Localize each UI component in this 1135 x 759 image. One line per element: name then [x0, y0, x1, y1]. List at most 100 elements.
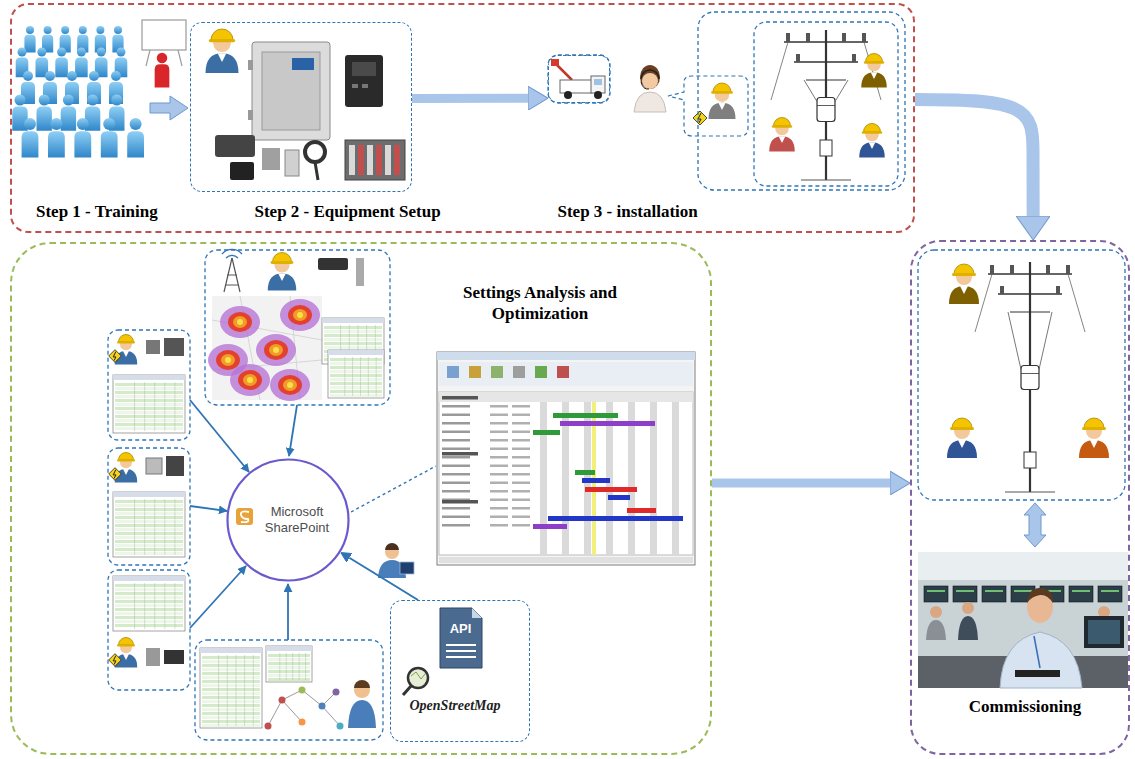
illustration-part — [166, 456, 184, 476]
illustration-part — [348, 700, 376, 728]
illustration-part — [283, 379, 297, 391]
illustration-part — [442, 524, 470, 527]
illustration-part — [218, 53, 227, 62]
illustration-part — [324, 326, 382, 329]
illustration-part — [575, 470, 595, 475]
illustration-part — [111, 95, 122, 106]
illustration-part — [305, 142, 325, 162]
illustration-part — [1066, 265, 1070, 274]
illustration-part — [273, 253, 292, 263]
illustration-part — [439, 392, 693, 555]
illustration-part — [115, 383, 183, 386]
illustration-part — [146, 648, 160, 666]
illustration-part — [439, 362, 693, 386]
illustration-part — [154, 583, 155, 629]
illustration-part — [115, 616, 183, 619]
illustration-part — [113, 576, 185, 631]
illustration-part — [512, 499, 530, 502]
illustration-part — [115, 600, 183, 603]
illustration-part — [202, 676, 260, 679]
illustration-part — [268, 273, 297, 290]
illustration-part — [322, 318, 384, 323]
illustration-part — [67, 71, 77, 81]
illustration-part — [337, 723, 344, 730]
illustration-part — [754, 22, 898, 186]
illustration-part — [39, 95, 50, 106]
illustration-part — [952, 418, 972, 428]
illustration-part — [367, 145, 373, 175]
illustration-part — [285, 150, 299, 176]
illustration-part — [437, 352, 695, 565]
illustration-part — [698, 12, 905, 190]
illustration-part — [1046, 265, 1050, 274]
illustration-part — [268, 658, 310, 661]
illustration-part — [216, 350, 240, 370]
illustration-part — [442, 414, 470, 417]
illustration-part — [403, 686, 411, 695]
illustration-part — [806, 79, 846, 80]
region-title: Settings Analysis and Optimization — [420, 282, 660, 325]
illustration-part — [288, 305, 312, 325]
illustration-part — [960, 286, 968, 294]
illustration-part — [266, 646, 312, 682]
illustration-part — [97, 48, 106, 57]
illustration-part — [512, 465, 530, 468]
illustration-part — [178, 50, 182, 66]
illustration-part — [820, 140, 832, 156]
illustration-part — [385, 145, 391, 175]
illustration-part — [292, 58, 314, 70]
illustration-part — [1021, 366, 1039, 390]
illustration-part — [23, 71, 33, 81]
illustration-part — [490, 414, 508, 417]
illustration-part — [190, 566, 246, 628]
illustration-part — [144, 499, 145, 555]
illustration-part — [842, 33, 846, 42]
illustration-part — [103, 118, 115, 130]
illustration-part — [315, 162, 318, 180]
illustration-part — [668, 76, 748, 136]
illustration-part — [202, 664, 260, 667]
illustration-part — [1098, 586, 1122, 602]
illustration-part — [319, 703, 326, 710]
illustration-part — [233, 316, 247, 328]
illustration-part — [265, 723, 272, 730]
illustration-part — [115, 504, 183, 507]
illustration-part — [37, 48, 46, 57]
illustration-part — [157, 53, 168, 64]
illustration-part — [318, 258, 348, 270]
illustration-part — [268, 674, 310, 677]
illustration-part — [328, 350, 384, 398]
illustration-part — [1069, 586, 1093, 602]
illustration-part — [998, 293, 1062, 294]
illustration-part — [794, 61, 858, 62]
illustration-part — [123, 469, 129, 475]
illustration-part — [869, 142, 876, 149]
illustration-part — [115, 407, 183, 410]
illustration-part — [279, 697, 286, 704]
illustration-part — [87, 95, 98, 106]
illustration-part — [560, 421, 655, 426]
illustration-part — [202, 720, 260, 723]
illustration-part — [442, 482, 470, 485]
illustration-part — [956, 590, 974, 592]
illustration-part — [115, 584, 183, 587]
illustration-part — [220, 306, 260, 338]
illustration-part — [918, 552, 1128, 688]
illustration-part — [1027, 588, 1053, 603]
text-holder: Step 1 - Training — [36, 201, 206, 222]
illustration-part — [190, 400, 249, 472]
illustration-part — [440, 608, 482, 668]
illustration-part — [349, 145, 355, 175]
illustration-part — [330, 366, 382, 369]
illustration-part — [202, 656, 260, 659]
illustration-part — [354, 680, 370, 688]
illustration-part — [202, 724, 260, 727]
illustration-part — [779, 136, 786, 143]
illustration-part — [108, 330, 190, 440]
illustration-part — [634, 92, 666, 112]
illustration-part — [248, 60, 253, 70]
illustration-part — [297, 312, 303, 318]
illustration-part — [322, 706, 340, 726]
illustration-part — [556, 64, 572, 80]
